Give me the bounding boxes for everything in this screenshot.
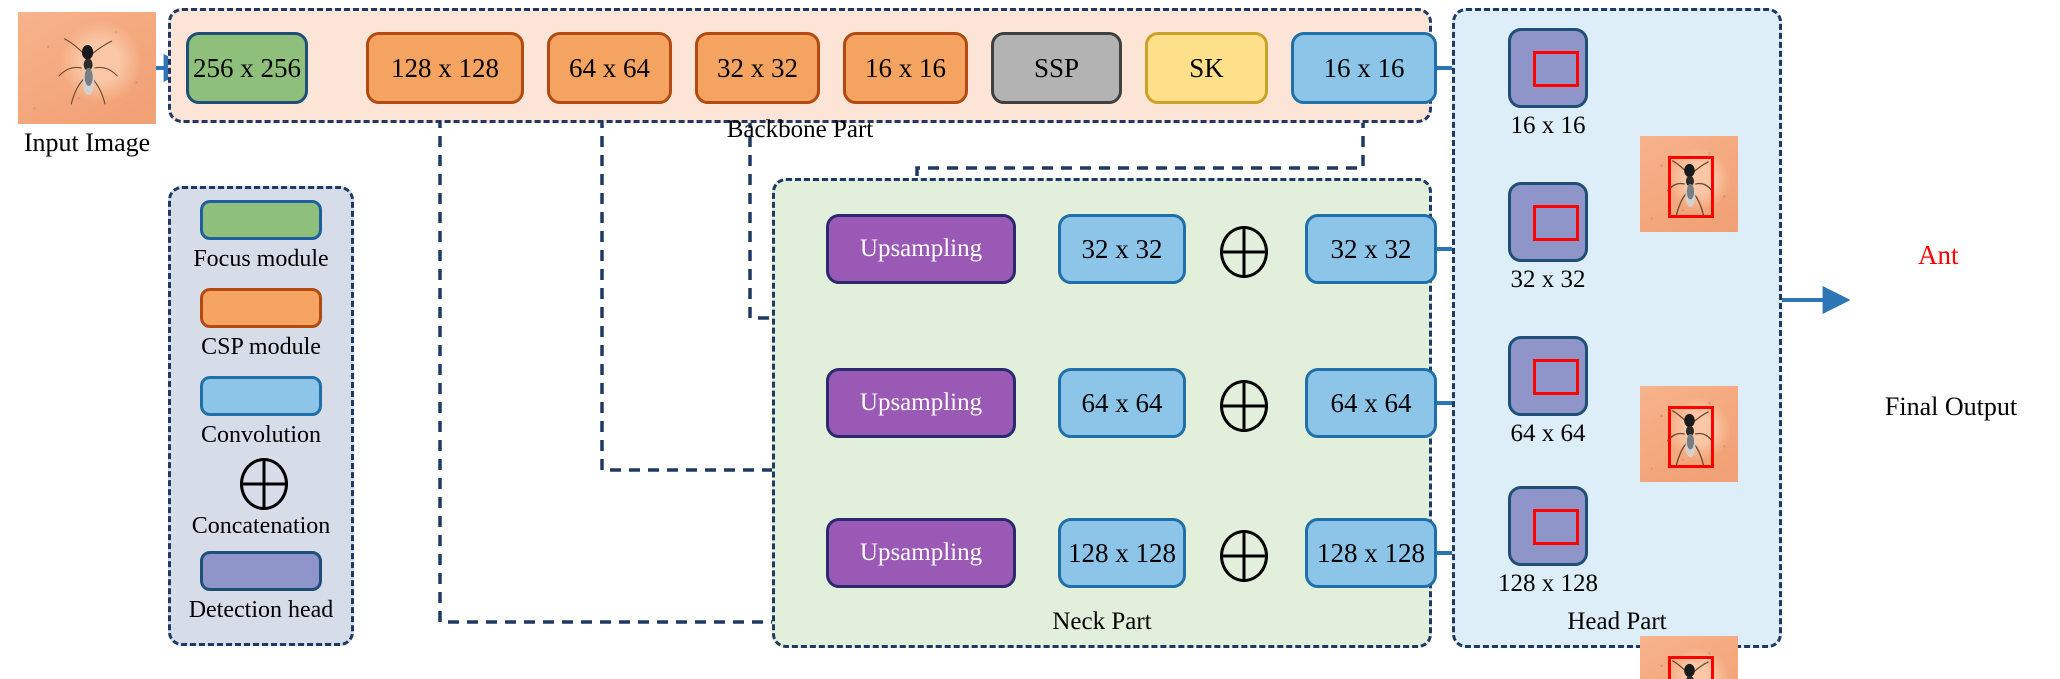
- legend-label-csp: CSP module: [201, 334, 321, 360]
- neck-upsampling-1[interactable]: Upsampling: [826, 214, 1016, 284]
- neck-conv-in-1[interactable]: 32 x 32: [1058, 214, 1186, 284]
- head-preview-bbox-32: [1668, 406, 1714, 468]
- detection-head-bbox-32: [1533, 205, 1579, 241]
- backbone-node-ssp[interactable]: SSP: [991, 32, 1122, 104]
- legend-label-convolution: Convolution: [200, 422, 321, 448]
- legend-swatch-convolution: [200, 376, 322, 416]
- legend-label-detection-head: Detection head: [188, 597, 334, 623]
- head-region-label: Head Part: [1567, 608, 1667, 635]
- neck-conv-in-2[interactable]: 64 x 64: [1058, 368, 1186, 438]
- head-preview-image-32: [1640, 386, 1738, 482]
- ant-illustration: [1672, 660, 1709, 679]
- head-preview-bbox-64: [1668, 656, 1714, 679]
- detection-head-64[interactable]: [1508, 336, 1588, 416]
- legend-label-concatenation: Concatenation: [191, 513, 331, 539]
- detection-head-bbox-128: [1533, 509, 1579, 545]
- legend-swatch-detection-head: [200, 551, 322, 591]
- detection-head-16[interactable]: [1508, 28, 1588, 108]
- legend-swatch-focus: [200, 200, 322, 240]
- final-output-bbox-label: Ant: [1918, 240, 1959, 270]
- neck-upsampling-3[interactable]: Upsampling: [826, 518, 1016, 588]
- legend-label-focus: Focus module: [193, 246, 329, 272]
- legend-concatenation-icon: [240, 458, 288, 510]
- detection-head-caption-64: 64 x 64: [1510, 420, 1586, 447]
- neck-region-label: Neck Part: [1052, 608, 1152, 635]
- backbone-node-conv-16[interactable]: 16 x 16: [1291, 32, 1437, 104]
- backbone-node-csp-16[interactable]: 16 x 16: [843, 32, 968, 104]
- detection-head-bbox-64: [1533, 359, 1579, 395]
- neck-conv-out-2[interactable]: 64 x 64: [1305, 368, 1437, 438]
- input-image: [18, 12, 156, 124]
- backbone-node-csp-32[interactable]: 32 x 32: [695, 32, 820, 104]
- final-output-caption: Final Output: [1884, 392, 2018, 421]
- backbone-region-label: Backbone Part: [726, 116, 874, 143]
- neck-concat-3: [1220, 530, 1268, 582]
- detection-head-caption-32: 32 x 32: [1510, 266, 1586, 293]
- backbone-node-sk[interactable]: SK: [1145, 32, 1268, 104]
- head-preview-image-16: [1640, 136, 1738, 232]
- backbone-node-focus[interactable]: 256 x 256: [186, 32, 308, 104]
- detection-head-32[interactable]: [1508, 182, 1588, 262]
- neck-conv-out-3[interactable]: 128 x 128: [1305, 518, 1437, 588]
- detection-head-128[interactable]: [1508, 486, 1588, 566]
- head-preview-image-64: [1640, 636, 1738, 679]
- detection-head-caption-128: 128 x 128: [1498, 570, 1598, 597]
- neck-concat-1: [1220, 226, 1268, 278]
- backbone-node-csp-128[interactable]: 128 x 128: [366, 32, 524, 104]
- neck-upsampling-2[interactable]: Upsampling: [826, 368, 1016, 438]
- neck-conv-out-1[interactable]: 32 x 32: [1305, 214, 1437, 284]
- neck-concat-2: [1220, 380, 1268, 432]
- neck-conv-in-3[interactable]: 128 x 128: [1058, 518, 1186, 588]
- detection-head-bbox-16: [1533, 51, 1579, 87]
- input-image-caption: Input Image: [23, 128, 151, 157]
- backbone-node-csp-64[interactable]: 64 x 64: [547, 32, 672, 104]
- head-preview-bbox-16: [1668, 156, 1714, 218]
- detection-head-caption-16: 16 x 16: [1510, 112, 1586, 139]
- ant-illustration: [58, 38, 118, 105]
- head-region: [1452, 8, 1782, 648]
- legend-swatch-csp: [200, 288, 322, 328]
